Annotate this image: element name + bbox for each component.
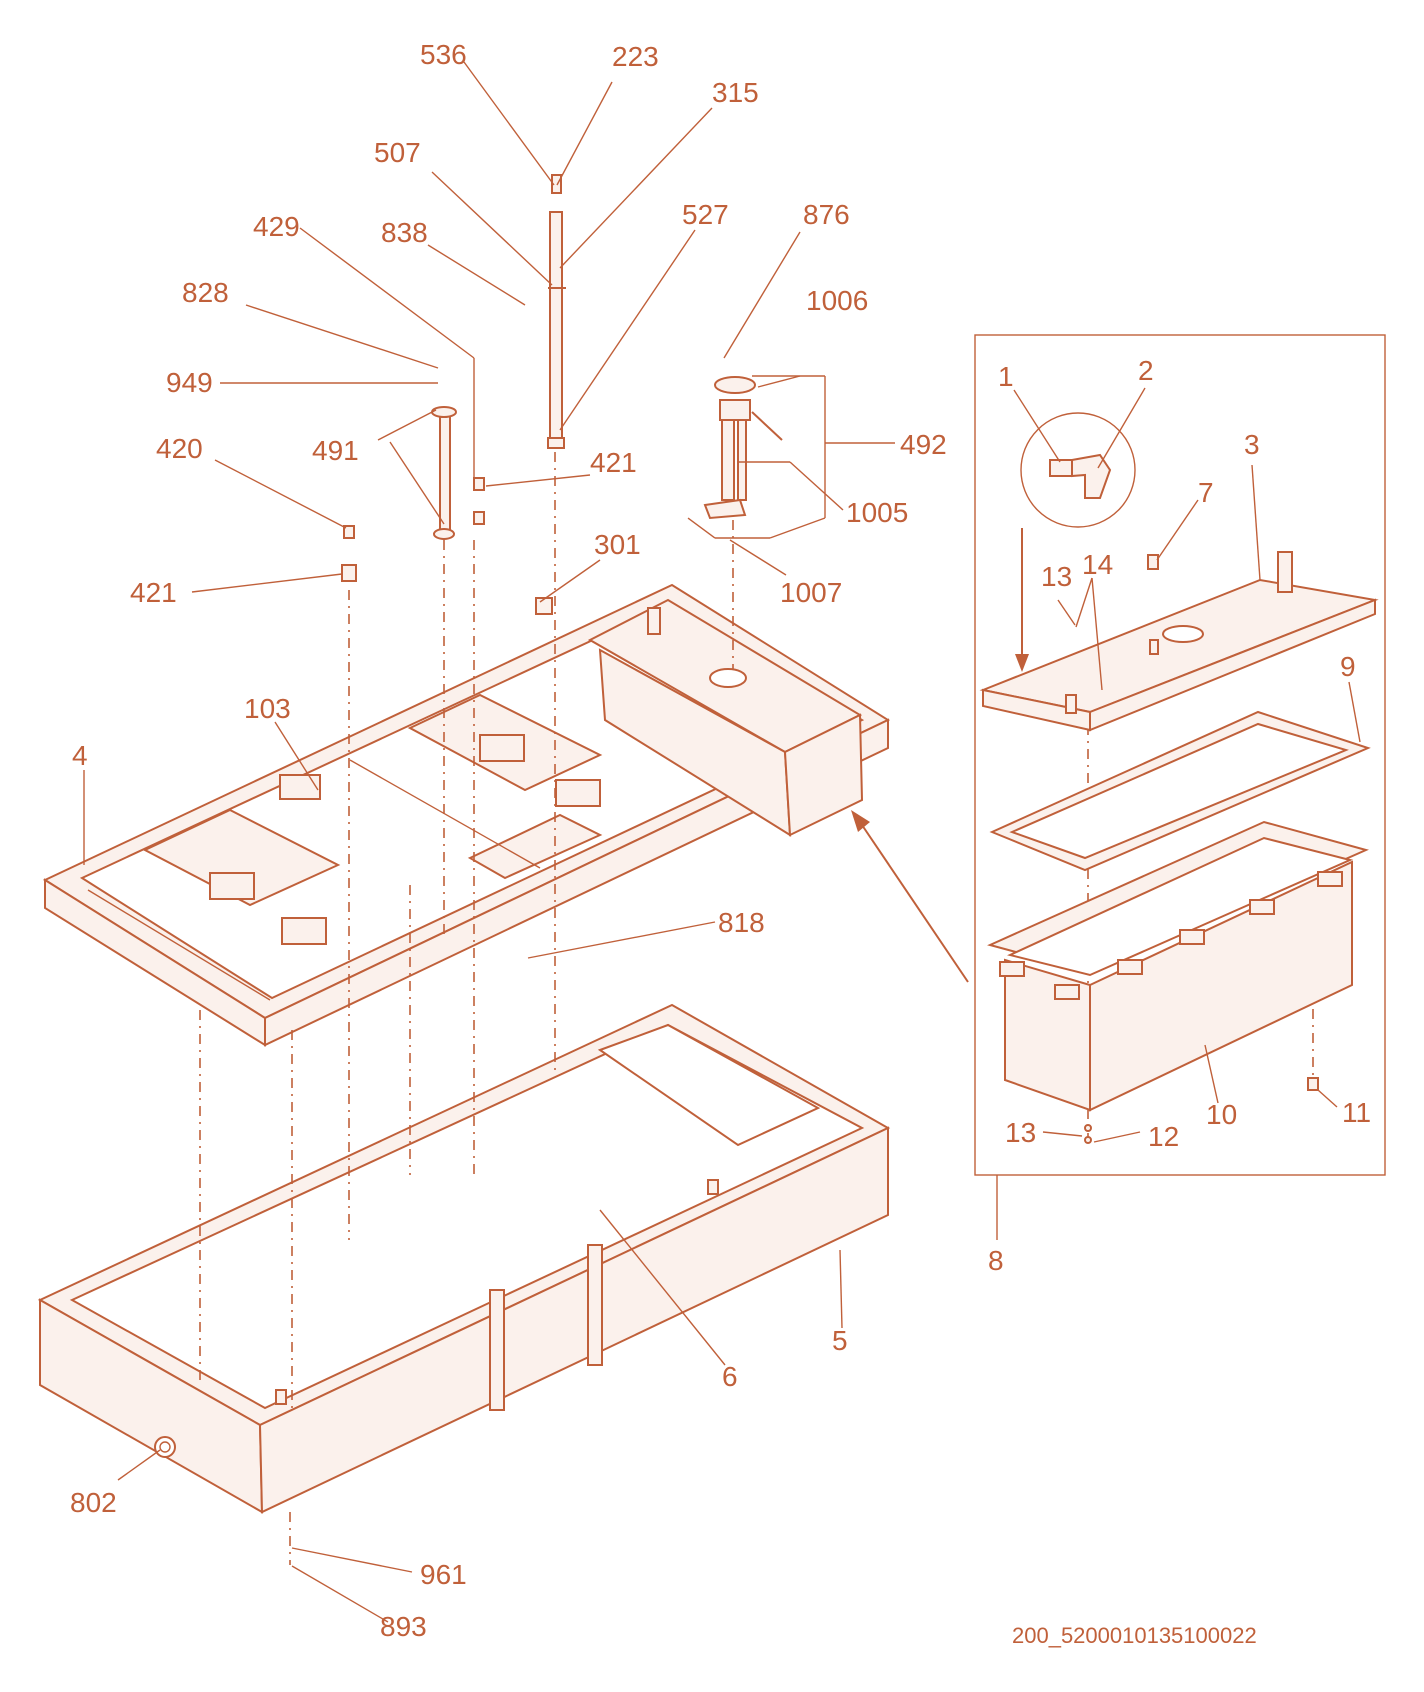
label-818: 818 — [718, 907, 765, 938]
label-961: 961 — [420, 1559, 467, 1590]
label-421-lower: 421 — [130, 577, 177, 608]
alignment-lines — [199, 452, 1314, 1565]
drawing-code: 200_5200010135100022 — [1012, 1623, 1257, 1648]
part-labels: 536 223 315 507 429 838 527 876 828 1006… — [70, 39, 1371, 1642]
label-5: 5 — [832, 1325, 848, 1356]
label-12: 12 — [1148, 1121, 1179, 1152]
label-507: 507 — [374, 137, 421, 168]
label-14: 14 — [1082, 549, 1113, 580]
label-802: 802 — [70, 1487, 117, 1518]
label-11: 11 — [1342, 1097, 1371, 1128]
label-876: 876 — [803, 199, 850, 230]
label-3: 3 — [1244, 429, 1260, 460]
label-8: 8 — [988, 1245, 1004, 1276]
label-103: 103 — [244, 693, 291, 724]
label-536: 536 — [420, 39, 467, 70]
label-527: 527 — [682, 199, 729, 230]
label-492: 492 — [900, 429, 947, 460]
label-4: 4 — [72, 740, 88, 771]
label-838: 838 — [381, 217, 428, 248]
label-1005: 1005 — [846, 497, 908, 528]
label-429: 429 — [253, 211, 300, 242]
label-893: 893 — [380, 1611, 427, 1642]
label-7: 7 — [1198, 477, 1214, 508]
leader-lines — [83, 61, 1361, 1623]
label-949: 949 — [166, 367, 213, 398]
label-491: 491 — [312, 435, 359, 466]
label-13-lower: 13 — [1005, 1117, 1036, 1148]
label-6: 6 — [722, 1361, 738, 1392]
float-rod-assembly — [547, 174, 566, 449]
pump-assembly — [535, 376, 783, 615]
label-1006: 1006 — [806, 285, 868, 316]
label-421-upper: 421 — [590, 447, 637, 478]
label-1007: 1007 — [780, 577, 842, 608]
label-223: 223 — [612, 41, 659, 72]
label-315: 315 — [712, 77, 759, 108]
label-2: 2 — [1138, 355, 1154, 386]
label-828: 828 — [182, 277, 229, 308]
label-10: 10 — [1206, 1099, 1237, 1130]
label-420: 420 — [156, 433, 203, 464]
upper-frame — [42, 583, 891, 1047]
label-1: 1 — [998, 361, 1014, 392]
label-13-upper: 13 — [1041, 561, 1072, 592]
sensor-assembly — [341, 406, 485, 582]
detail-box-tank — [974, 334, 1386, 1176]
lower-tray — [37, 1003, 891, 1514]
label-9: 9 — [1340, 651, 1356, 682]
label-301: 301 — [594, 529, 641, 560]
